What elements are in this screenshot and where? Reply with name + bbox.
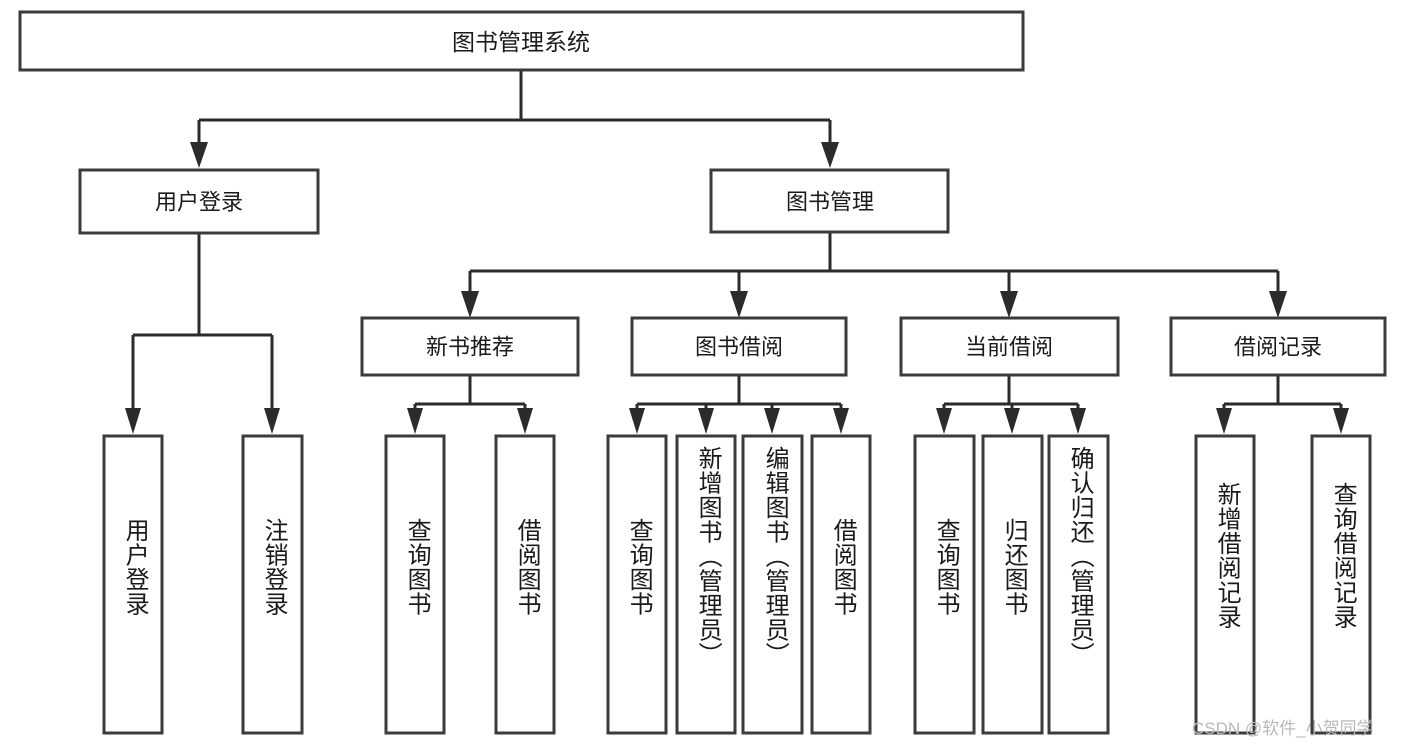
arrow-head-leaf-add-record	[1216, 408, 1232, 434]
arrow-head-leaf-query-book-2	[629, 408, 645, 434]
label-borrow-record: 借阅记录	[1234, 335, 1322, 360]
arrow-head-current-borrow	[1000, 291, 1018, 318]
arrow-head-leaf-user-login	[125, 408, 141, 434]
arrow-head-user-login	[190, 142, 208, 168]
label-book-manage: 图书管理	[786, 190, 874, 215]
node-leaf-query-book-3[interactable]	[913, 434, 976, 735]
node-leaf-return-book[interactable]	[981, 434, 1044, 735]
node-book-management-system[interactable]	[18, 10, 1025, 72]
node-leaf-logout-login[interactable]	[241, 434, 304, 735]
node-leaf-edit-book[interactable]	[741, 434, 804, 735]
arrow-head-leaf-query-book-3	[936, 408, 952, 434]
node-leaf-query-book-2[interactable]	[606, 434, 668, 735]
edge-layer	[125, 70, 1349, 434]
node-new-book-recommend[interactable]	[360, 316, 580, 377]
arrow-head-borrow-record	[1269, 291, 1287, 318]
arrow-head-leaf-borrow-book-1	[517, 408, 533, 434]
label-new-book-recommend: 新书推荐	[426, 335, 514, 360]
arrow-head-new-book-recommend	[461, 291, 479, 318]
node-leaf-confirm-return[interactable]	[1047, 434, 1110, 735]
node-leaf-add-book[interactable]	[675, 434, 737, 735]
arrow-head-leaf-query-book-1	[407, 408, 423, 434]
node-user-login[interactable]	[78, 168, 320, 235]
node-leaf-borrow-book-1[interactable]	[494, 434, 556, 735]
label-current-borrow: 当前借阅	[965, 335, 1053, 360]
node-leaf-add-record[interactable]	[1194, 434, 1256, 735]
node-leaf-borrow-book-2[interactable]	[810, 434, 872, 735]
arrow-head-book-manage	[821, 142, 839, 168]
arrow-head-leaf-edit-book	[764, 408, 780, 434]
node-book-manage[interactable]	[709, 168, 950, 234]
node-leaf-query-book-1[interactable]	[384, 434, 446, 735]
arrow-head-leaf-confirm-return	[1070, 408, 1086, 434]
arrow-head-leaf-borrow-book-2	[833, 408, 849, 434]
node-current-borrow[interactable]	[899, 316, 1120, 377]
node-layer: 图书管理系统 用户登录 图书管理 新书推荐 图书借阅 当前借阅 借阅记录	[18, 10, 1387, 735]
csdn-watermark: CSDN @软件_小贺同学	[1192, 719, 1374, 738]
arrow-head-leaf-logout-login	[264, 408, 280, 434]
label-user-login: 用户登录	[155, 190, 243, 215]
arrow-head-leaf-query-record	[1333, 408, 1349, 434]
node-book-borrow[interactable]	[630, 316, 848, 377]
node-leaf-query-record[interactable]	[1310, 434, 1372, 735]
label-book-management-system: 图书管理系统	[452, 29, 590, 55]
node-leaf-user-login[interactable]	[102, 434, 164, 735]
node-borrow-record[interactable]	[1169, 316, 1387, 377]
arrow-head-book-borrow	[730, 291, 748, 318]
label-book-borrow: 图书借阅	[695, 335, 783, 360]
arrow-head-leaf-add-book	[698, 408, 714, 434]
arrow-head-leaf-return-book	[1004, 408, 1020, 434]
